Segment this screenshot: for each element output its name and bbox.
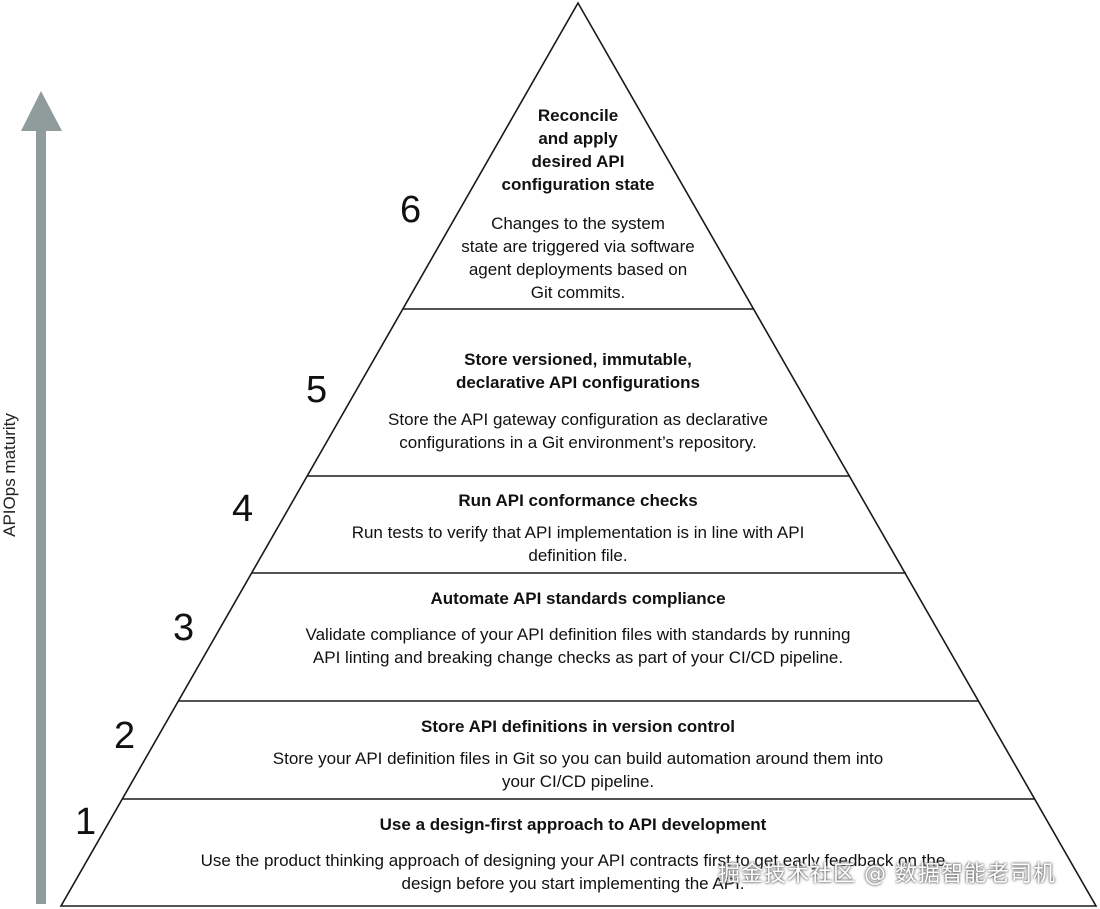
level-number-3: 3 <box>173 607 195 649</box>
tier-4-description: Run tests to verify that API implementat… <box>351 523 805 565</box>
tier-3-title: Automate API standards compliance <box>430 589 726 608</box>
tier-2: Store API definitions in version control… <box>130 715 1026 793</box>
level-number-2: 2 <box>114 715 136 757</box>
tier-1-title: Use a design-first approach to API devel… <box>379 815 767 834</box>
tier-5-title: Store versioned, immutable, declarative … <box>455 350 701 392</box>
tier-6-description: Changes to the system state are triggere… <box>461 214 695 302</box>
watermark-text: 掘金技术社区 @ 数据智能老司机 <box>718 862 1056 887</box>
level-number-1: 1 <box>75 801 97 843</box>
tier-4: Run API conformance checks Run tests to … <box>265 489 891 567</box>
maturity-arrow-head <box>21 91 62 131</box>
tier-2-description: Store your API definition files in Git s… <box>272 749 884 791</box>
tier-5-description: Store the API gateway configuration as d… <box>388 410 768 452</box>
tier-2-title: Store API definitions in version control <box>421 717 735 736</box>
tier-6-title: Reconcile and apply desired API configur… <box>501 106 655 194</box>
axis-label: APIOps maturity <box>0 413 19 537</box>
level-number-6: 6 <box>400 189 422 231</box>
pyramid-outline <box>59 1 1098 907</box>
tier-3-description: Validate compliance of your API definiti… <box>305 625 851 667</box>
level-number-5: 5 <box>306 369 328 411</box>
tier-4-title: Run API conformance checks <box>458 491 698 510</box>
tier-1-description: Use the product thinking approach of des… <box>200 851 946 893</box>
tier-3: Automate API standards compliance Valida… <box>190 587 966 669</box>
tier-6: Reconcile and apply desired API configur… <box>408 104 748 304</box>
level-number-4: 4 <box>232 488 254 530</box>
maturity-arrow-shaft <box>36 128 46 904</box>
tier-1: Use a design-first approach to API devel… <box>84 813 1062 895</box>
tier-5: Store versioned, immutable, declarative … <box>318 348 838 454</box>
